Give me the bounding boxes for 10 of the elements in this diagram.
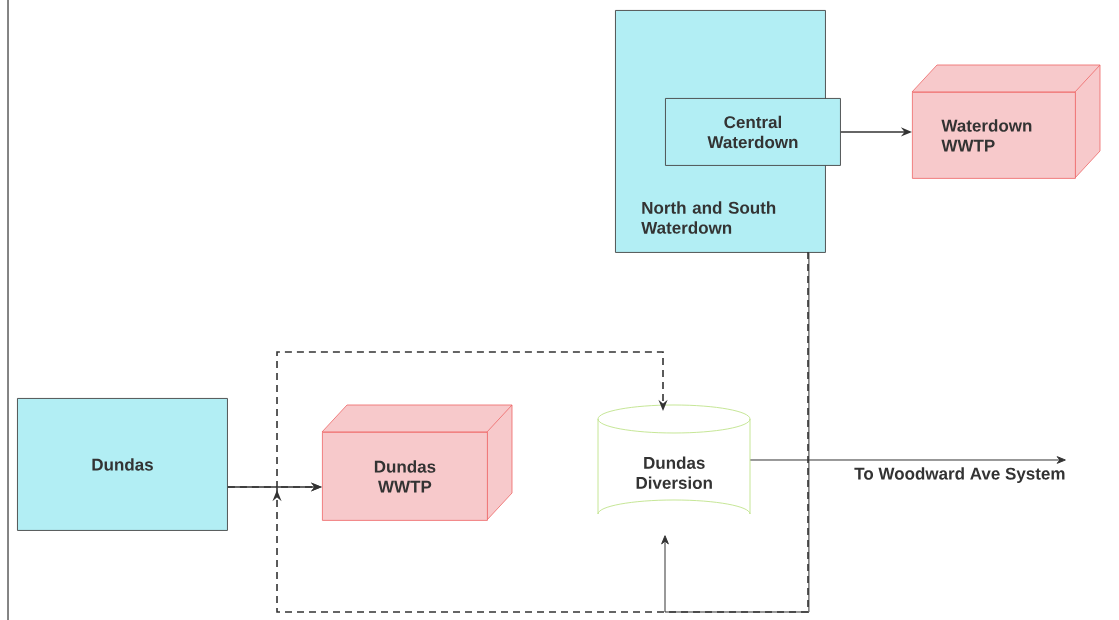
arrow <box>272 251 809 613</box>
treatment-plant-box: Dundas WWTP <box>321 404 513 521</box>
arrow <box>227 351 668 488</box>
treatment-plant-box: Waterdown WWTP <box>911 64 1101 179</box>
arrow <box>749 456 1066 464</box>
destination-label: To Woodward Ave System <box>854 467 1065 484</box>
area-box: Central Waterdown <box>665 98 841 166</box>
storage-cylinder: Dundas Diversion <box>597 404 751 515</box>
arrow <box>661 252 810 613</box>
area-box: Dundas <box>17 398 228 531</box>
